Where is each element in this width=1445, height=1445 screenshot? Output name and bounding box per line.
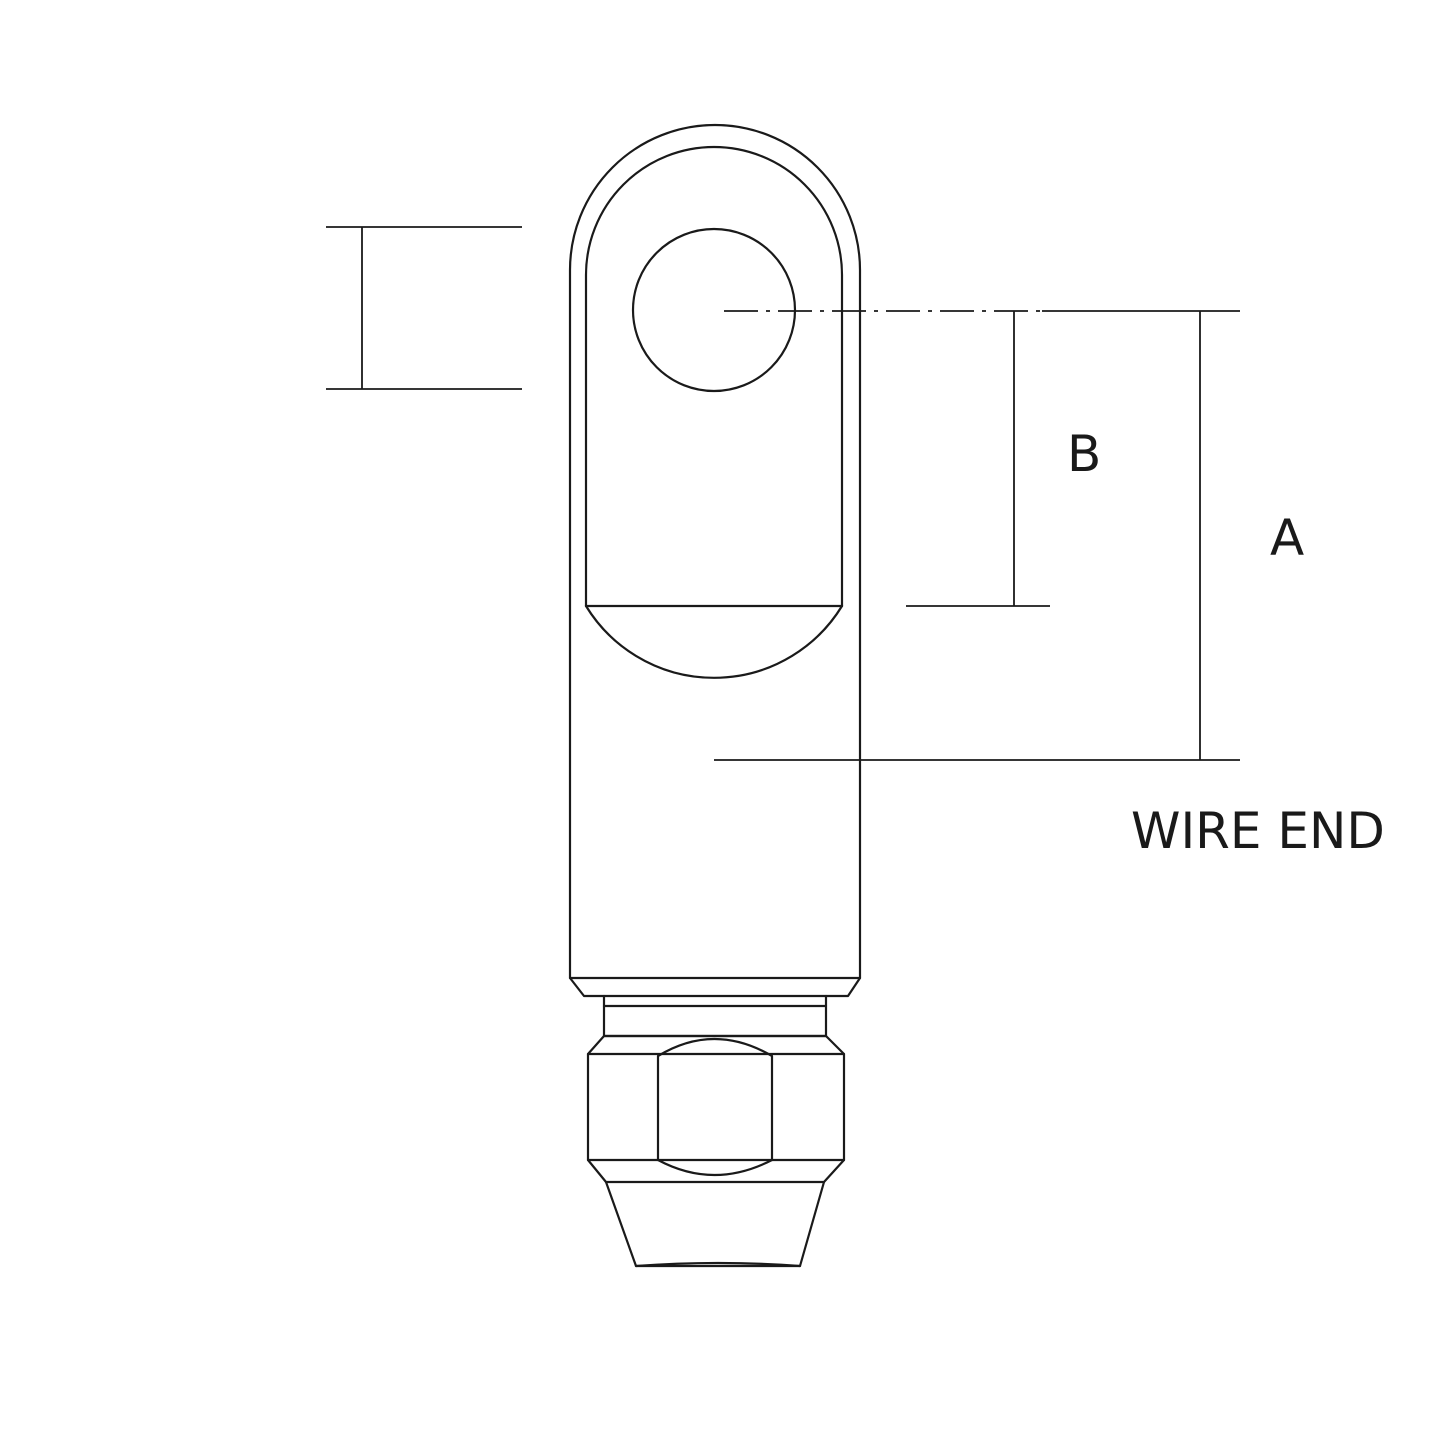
wire-end-label: WIRE END <box>1131 802 1385 860</box>
hex-center-face <box>656 1037 774 1177</box>
dimension-a-label: A <box>1270 509 1305 567</box>
pin-hole <box>631 227 797 393</box>
slot-curved-base <box>584 604 844 679</box>
eye-head-outer-outline <box>568 123 862 998</box>
neck <box>602 994 828 1038</box>
eye-slot-outline <box>584 145 844 608</box>
cone-tip-line <box>634 1261 802 1268</box>
dimension-b-label: B <box>1067 425 1102 483</box>
tapered-cone <box>604 1180 826 1268</box>
